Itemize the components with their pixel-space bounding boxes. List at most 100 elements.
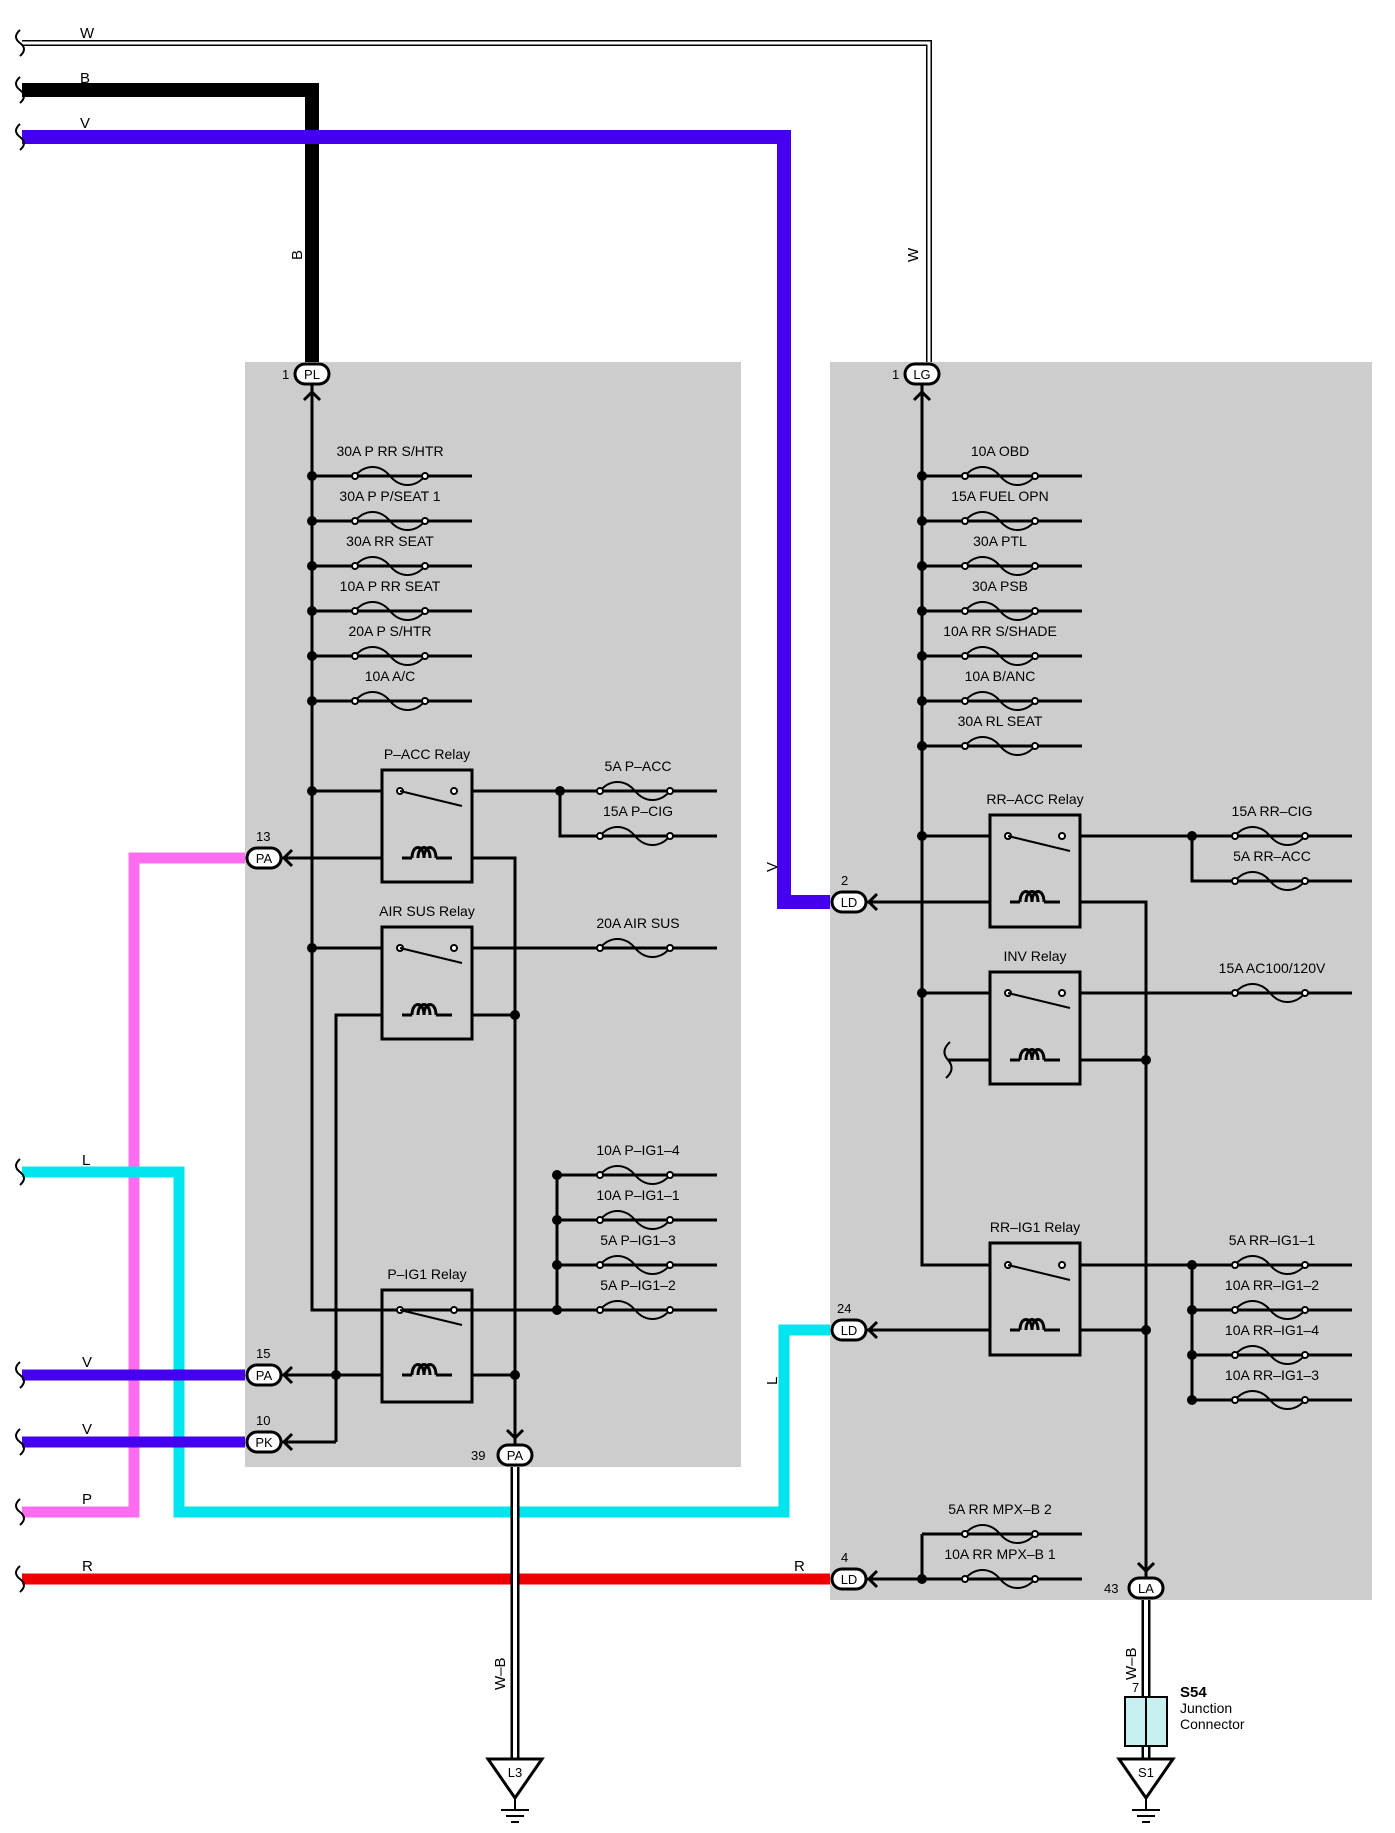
wire-label-v-left2: V — [82, 1421, 92, 1438]
fuse — [596, 1300, 674, 1320]
left-block-circuit — [282, 395, 717, 1452]
fuse — [961, 601, 1039, 621]
relay-rr-ig1: RR–IG1 Relay — [988, 1219, 1082, 1357]
fuse-label: 10A A/C — [365, 668, 416, 684]
relay-inv: INV Relay — [988, 948, 1082, 1086]
fuse-label: 30A P RR S/HTR — [336, 443, 443, 459]
svg-text:4: 4 — [841, 1550, 848, 1565]
fuse-label: 20A AIR SUS — [596, 915, 679, 931]
right-block-junction-dots — [917, 471, 1197, 1584]
wire-break-marks — [15, 29, 25, 1593]
relay-p-acc: P–ACC Relay — [380, 746, 474, 884]
svg-text:2: 2 — [841, 873, 848, 888]
connector-pl: PL 1 — [282, 362, 331, 402]
wire-l — [22, 1166, 830, 1518]
wire-label-b-top: B — [80, 70, 90, 87]
junction-connector-s54: 7 S54 Junction Connector — [1124, 1680, 1245, 1747]
wire-label-wb-right: W–B — [1123, 1647, 1140, 1680]
fuse-label: 5A P–IG1–2 — [600, 1277, 676, 1293]
wire-p — [22, 852, 245, 1518]
fuse-label: 10A RR MPX–B 1 — [944, 1546, 1055, 1562]
wire-break-inv — [943, 1041, 953, 1079]
fuse-label: 15A AC100/120V — [1219, 960, 1326, 976]
fuse — [1231, 1345, 1309, 1365]
relay-label: RR–ACC Relay — [986, 791, 1083, 807]
fuse-label: 5A RR MPX–B 2 — [948, 1501, 1052, 1517]
fuse — [596, 826, 674, 846]
fuse-label: 20A P S/HTR — [348, 623, 431, 639]
fuse — [961, 556, 1039, 576]
fuse-label: 5A RR–ACC — [1233, 848, 1311, 864]
fuse — [961, 646, 1039, 666]
relay-label: P–IG1 Relay — [387, 1266, 466, 1282]
fuse-label: 10A RR–IG1–2 — [1225, 1277, 1319, 1293]
junction-line2: Connector — [1180, 1716, 1245, 1732]
svg-text:7: 7 — [1132, 1680, 1139, 1695]
fuse — [1231, 983, 1309, 1003]
fuse-label: 30A P P/SEAT 1 — [339, 488, 440, 504]
svg-text:13: 13 — [256, 829, 270, 844]
fuse — [596, 1210, 674, 1230]
connector-pa-15: PA 15 — [245, 1346, 294, 1387]
relay-label: INV Relay — [1003, 948, 1066, 964]
svg-text:PA: PA — [256, 1368, 273, 1383]
fuse-label: 15A P–CIG — [603, 803, 673, 819]
fuse — [961, 466, 1039, 486]
svg-text:39: 39 — [471, 1448, 485, 1463]
fuse-label: 10A OBD — [971, 443, 1029, 459]
fuse — [351, 466, 429, 486]
fuse-label: 30A PSB — [972, 578, 1028, 594]
fuse — [961, 1524, 1039, 1544]
fuse — [351, 646, 429, 666]
svg-text:10: 10 — [256, 1413, 270, 1428]
wire-label-b-vert: B — [289, 250, 306, 260]
svg-text:24: 24 — [837, 1301, 851, 1316]
connector-ld-2: LD 2 — [830, 873, 879, 914]
fuse — [351, 691, 429, 711]
fuse — [1231, 871, 1309, 891]
fuse-label: 10A B/ANC — [965, 668, 1036, 684]
right-fuses — [961, 466, 1309, 1589]
wire-label-v-left1: V — [82, 1354, 92, 1371]
connector-lg: LG 1 — [892, 362, 941, 402]
fuse-label: 10A RR–IG1–3 — [1225, 1367, 1319, 1383]
connector-pk-10: PK 10 — [245, 1413, 294, 1454]
fuse-label: 15A FUEL OPN — [951, 488, 1049, 504]
left-junction-block — [245, 362, 741, 1467]
fuse — [961, 511, 1039, 531]
junction-id: S54 — [1180, 1684, 1207, 1701]
fuse-label: 5A P–ACC — [605, 758, 672, 774]
fuse — [351, 601, 429, 621]
fuse-label: 30A RL SEAT — [958, 713, 1043, 729]
wire-label-wb-left: W–B — [492, 1657, 509, 1690]
wire-label-l-left: L — [82, 1152, 90, 1169]
fuse — [1231, 1300, 1309, 1320]
wire-label-r-right: R — [794, 1558, 805, 1575]
svg-text:LG: LG — [913, 367, 930, 382]
svg-text:PA: PA — [256, 851, 273, 866]
svg-text:LD: LD — [841, 1572, 858, 1587]
ground-l3: L3 — [485, 1757, 545, 1823]
svg-text:PA: PA — [507, 1448, 524, 1463]
wire-label-p-left: P — [82, 1491, 92, 1508]
svg-text:15: 15 — [256, 1346, 270, 1361]
fuse — [1231, 1255, 1309, 1275]
svg-text:LA: LA — [1138, 1581, 1154, 1596]
relay-air-sus: AIR SUS Relay — [379, 903, 475, 1041]
fuse-label: 10A RR S/SHADE — [943, 623, 1057, 639]
svg-text:PL: PL — [304, 367, 320, 382]
fuse-label: 10A P RR SEAT — [340, 578, 441, 594]
svg-text:PK: PK — [255, 1435, 273, 1450]
fuse — [596, 1255, 674, 1275]
fuse — [596, 781, 674, 801]
left-fuses — [351, 466, 674, 1320]
connector-la-43: LA 43 — [1104, 1561, 1165, 1600]
junction-line1: Junction — [1180, 1700, 1232, 1716]
fuse-label: 10A P–IG1–4 — [596, 1142, 680, 1158]
relay-label: RR–IG1 Relay — [990, 1219, 1080, 1235]
fuse — [596, 1165, 674, 1185]
svg-text:LD: LD — [841, 1323, 858, 1338]
fuse-label: 10A P–IG1–1 — [596, 1187, 680, 1203]
fuse-label: 5A RR–IG1–1 — [1229, 1232, 1316, 1248]
fuse-label: 30A RR SEAT — [346, 533, 434, 549]
